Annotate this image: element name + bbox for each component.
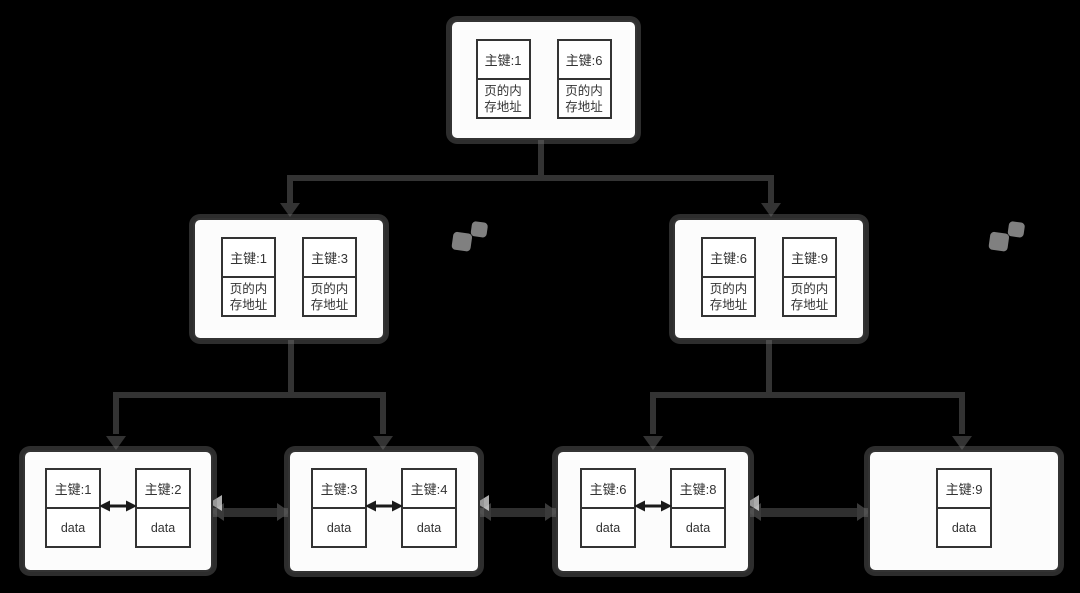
- btree-leaf-node-2: 主键:3 data 主键:4 data: [288, 450, 480, 573]
- edge-root-to-right-drop: [768, 175, 774, 205]
- record-entry: 主键:4 data: [401, 468, 457, 548]
- index-entry: 主键:1 页的内存地址: [475, 39, 531, 119]
- arrowhead-down-icon: [373, 436, 393, 450]
- internal-left-cells: 主键:1 页的内存地址 主键:3 页的内存地址: [221, 237, 357, 317]
- leaf2-cells: 主键:3 data 主键:4 data: [311, 468, 457, 548]
- data-cell: data: [135, 507, 191, 548]
- key-cell: 主键:1: [221, 237, 276, 278]
- key-cell: 主键:3: [302, 237, 357, 278]
- key-cell: 主键:8: [670, 468, 726, 509]
- page-pointer-cell: 页的内存地址: [221, 276, 276, 317]
- btree-internal-node-right: 主键:6 页的内存地址 主键:9 页的内存地址: [673, 218, 865, 340]
- index-entry: 主键:6 页的内存地址: [701, 237, 756, 317]
- arrowhead-down-icon: [761, 203, 781, 217]
- page-pointer-cell: 页的内存地址: [782, 276, 837, 317]
- edge-root-rail: [287, 175, 774, 181]
- key-cell: 主键:9: [936, 468, 992, 509]
- btree-internal-node-left: 主键:1 页的内存地址 主键:3 页的内存地址: [193, 218, 385, 340]
- edge-to-leaf1-drop: [113, 392, 119, 434]
- record-entry: 主键:3 data: [311, 468, 367, 548]
- key-cell: 主键:4: [401, 468, 457, 509]
- record-entry: 主键:9 data: [936, 468, 992, 548]
- key-cell: 主键:1: [45, 468, 101, 509]
- page-pointer-cell: 页的内存地址: [302, 276, 357, 317]
- edge-left-rail: [113, 392, 386, 398]
- key-cell: 主键:9: [782, 237, 837, 278]
- key-cell: 主键:6: [701, 237, 756, 278]
- bidirectional-arrow-icon: [634, 500, 672, 512]
- edge-root-stem: [538, 138, 544, 180]
- arrowhead-down-icon: [952, 436, 972, 450]
- edge-root-to-left-drop: [287, 175, 293, 205]
- data-cell: data: [311, 507, 367, 548]
- edge-to-leaf4-drop: [959, 392, 965, 434]
- arrowhead-down-icon: [106, 436, 126, 450]
- leaf-link-arrow: [209, 495, 290, 521]
- index-entry: 主键:1 页的内存地址: [221, 237, 276, 317]
- bidirectional-arrow-icon: [365, 500, 403, 512]
- leaf3-cells: 主键:6 data 主键:8 data: [580, 468, 726, 548]
- btree-leaf-node-1: 主键:1 data 主键:2 data: [23, 450, 213, 572]
- leaf4-cells: 主键:9 data: [936, 468, 992, 548]
- leaf1-cells: 主键:1 data 主键:2 data: [45, 468, 191, 548]
- index-entry: 主键:9 页的内存地址: [782, 237, 837, 317]
- index-entry: 主键:6 页的内存地址: [556, 39, 612, 119]
- edge-right-rail: [650, 392, 965, 398]
- arrowhead-right-icon: [857, 503, 870, 521]
- leaf-link-arrow: [746, 495, 870, 521]
- data-cell: data: [580, 507, 636, 548]
- key-cell: 主键:6: [556, 39, 612, 80]
- btree-root-node: 主键:1 页的内存地址 主键:6 页的内存地址: [450, 20, 637, 140]
- root-cells: 主键:1 页的内存地址 主键:6 页的内存地址: [475, 39, 612, 119]
- record-entry: 主键:8 data: [670, 468, 726, 548]
- internal-right-cells: 主键:6 页的内存地址 主键:9 页的内存地址: [701, 237, 837, 317]
- edge-to-leaf3-drop: [650, 392, 656, 434]
- watermark-mark: [451, 219, 493, 258]
- data-cell: data: [670, 507, 726, 548]
- arrowhead-down-icon: [280, 203, 300, 217]
- btree-leaf-node-3: 主键:6 data 主键:8 data: [556, 450, 750, 573]
- page-pointer-cell: 页的内存地址: [475, 78, 531, 119]
- btree-leaf-node-4: 主键:9 data: [868, 450, 1060, 572]
- index-entry: 主键:3 页的内存地址: [302, 237, 357, 317]
- page-pointer-cell: 页的内存地址: [701, 276, 756, 317]
- page-pointer-cell: 页的内存地址: [556, 78, 612, 119]
- record-entry: 主键:2 data: [135, 468, 191, 548]
- record-entry: 主键:1 data: [45, 468, 101, 548]
- key-cell: 主键:2: [135, 468, 191, 509]
- bidirectional-arrow-icon: [99, 500, 137, 512]
- edge-left-internal-stem: [288, 340, 294, 395]
- arrowhead-right-icon: [277, 503, 290, 521]
- key-cell: 主键:3: [311, 468, 367, 509]
- key-cell: 主键:6: [580, 468, 636, 509]
- leaf-link-arrow: [476, 495, 558, 521]
- record-entry: 主键:6 data: [580, 468, 636, 548]
- data-cell: data: [936, 507, 992, 548]
- edge-to-leaf2-drop: [380, 392, 386, 434]
- data-cell: data: [45, 507, 101, 548]
- arrowhead-down-icon: [643, 436, 663, 450]
- data-cell: data: [401, 507, 457, 548]
- edge-right-internal-stem: [766, 340, 772, 395]
- arrowhead-right-icon: [545, 503, 558, 521]
- watermark-mark: [988, 219, 1030, 258]
- key-cell: 主键:1: [475, 39, 531, 80]
